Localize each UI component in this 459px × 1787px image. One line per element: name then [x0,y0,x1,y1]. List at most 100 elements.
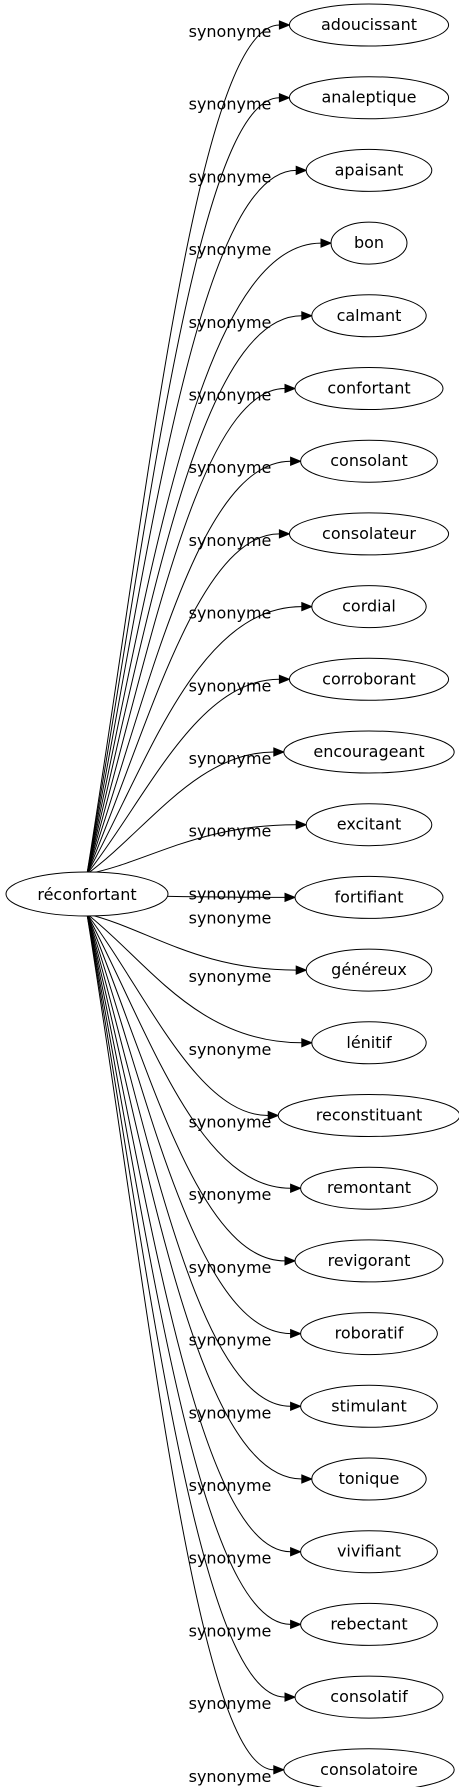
node-ellipse-encourageant [283,730,455,774]
nodes: réconfortant adoucissant analeptique apais… [5,3,459,1787]
node-consolant[interactable]: consolant [300,439,438,483]
node-ellipse-stimulant [300,1384,438,1428]
edge-stimulant [86,913,291,1407]
node-label-analeptique: analeptique [321,88,416,107]
node-label-excitant: excitant [337,815,401,834]
node-bon[interactable]: bon [330,221,408,265]
edge-consolant [86,460,291,875]
edge-rebectant [86,913,291,1625]
arrowhead-genereux [295,965,308,975]
node-ellipse-corroborant [288,657,450,701]
node-label-fortifiant: fortifiant [334,887,403,906]
edge-label-revigorant: synonyme [189,1258,272,1277]
edge-revigorant [86,913,286,1262]
node-label-calmant: calmant [337,306,402,325]
node-consolateur[interactable]: consolateur [288,512,450,556]
edge-label-apaisant: synonyme [189,167,272,186]
node-ellipse-analeptique [288,76,450,120]
edge-label-fortifiant: synonyme [189,884,272,903]
node-ellipse-calmant [311,294,427,338]
node-excitant[interactable]: excitant [305,803,433,847]
node-confortant[interactable]: confortant [294,367,444,410]
node-label-consolant: consolant [330,451,408,470]
arrowhead-consolatif [284,1692,297,1702]
edge-label-reconstituant: synonyme [189,1113,272,1132]
edges: synonyme synonyme synonyme synonyme synonyme… [86,20,333,1786]
node-adoucissant[interactable]: adoucissant [288,3,450,47]
node-tonique[interactable]: tonique [311,1457,427,1501]
node-corroborant[interactable]: corroborant [288,657,450,701]
edge-label-analeptique: synonyme [189,95,272,114]
node-ellipse-fortifiant [294,875,444,919]
node-ellipse-excitant [305,803,433,847]
edge-label-consolateur: synonyme [189,531,272,550]
node-ellipse-reconstituant [277,1094,459,1137]
node-apaisant[interactable]: apaisant [305,148,433,192]
node-reconstituant[interactable]: reconstituant [277,1094,459,1137]
edge-label-corroborant: synonyme [189,676,272,695]
arrowhead-roboratif [290,1328,302,1339]
node-stimulant[interactable]: stimulant [300,1384,438,1428]
arrowhead-apaisant [295,165,308,176]
edge-encourageant [86,751,274,875]
arrowhead-revigorant [284,1256,297,1266]
edge-corroborant [86,678,280,875]
node-vivifiant[interactable]: vivifiant [300,1530,438,1574]
edge-adoucissant [86,24,280,875]
node-label-remontant: remontant [327,1178,411,1197]
node-label-roboratif: roboratif [335,1324,404,1343]
edge-label-calmant: synonyme [189,313,272,332]
node-label-revigorant: revigorant [328,1251,411,1270]
arrowhead-consolateur [278,529,291,539]
arrowhead-analeptique [278,92,291,103]
source-node-label: réconfortant [37,885,136,904]
node-consolatif[interactable]: consolatif [294,1675,444,1719]
edge-genereux [86,913,297,971]
node-calmant[interactable]: calmant [311,294,427,338]
edge-consolatif [86,913,286,1698]
edge-label-consolatif: synonyme [189,1694,272,1713]
node-remontant[interactable]: remontant [300,1166,438,1210]
arrowhead-excitant [295,819,308,830]
node-cordial[interactable]: cordial [311,585,427,629]
node-ellipse-rebectant [300,1602,438,1646]
node-label-consolatif: consolatif [330,1687,408,1706]
arrowhead-corroborant [278,674,291,685]
edge-label-lenitif: synonyme [189,1040,272,1059]
arrowhead-consolatoire [273,1765,286,1775]
edge-label-stimulant: synonyme [189,1403,272,1422]
edge-lenitif [86,913,302,1044]
arrowhead-rebectant [290,1619,302,1630]
edge-confortant [86,388,286,875]
node-genereux[interactable]: généreux [305,948,433,992]
edge-analeptique [86,97,280,875]
edge-calmant [86,315,302,875]
edge-label-excitant: synonyme [189,822,272,841]
edge-label-genereux: synonyme [189,967,272,986]
arrowhead-confortant [284,383,297,394]
edge-label-encourageant: synonyme [189,749,272,768]
node-rebectant[interactable]: rebectant [300,1602,438,1646]
node-label-consolatoire: consolatoire [320,1760,418,1779]
edge-label-cordial: synonyme [189,604,272,623]
edge-label-rebectant: synonyme [189,1621,272,1640]
arrowhead-fortifiant [284,892,297,903]
node-roboratif[interactable]: roboratif [300,1312,438,1356]
node-revigorant[interactable]: revigorant [294,1239,444,1283]
edge-label-roboratif: synonyme [189,1331,272,1350]
edge-roboratif [86,913,291,1335]
node-fortifiant[interactable]: fortifiant [294,875,444,919]
arrowhead-calmant [301,311,314,321]
node-label-lenitif: lénitif [346,1033,392,1052]
edge-label-extra: synonyme [189,908,272,927]
node-consolatoire[interactable]: consolatoire [283,1748,455,1787]
arrowhead-tonique [301,1474,314,1484]
node-encourageant[interactable]: encourageant [283,730,455,774]
edge-apaisant [86,169,297,875]
source-node[interactable]: réconfortant [5,871,169,917]
node-label-corroborant: corroborant [322,669,416,688]
node-lenitif[interactable]: lénitif [311,1021,427,1065]
node-ellipse-consolant [300,439,438,483]
node-analeptique[interactable]: analeptique [288,76,450,120]
